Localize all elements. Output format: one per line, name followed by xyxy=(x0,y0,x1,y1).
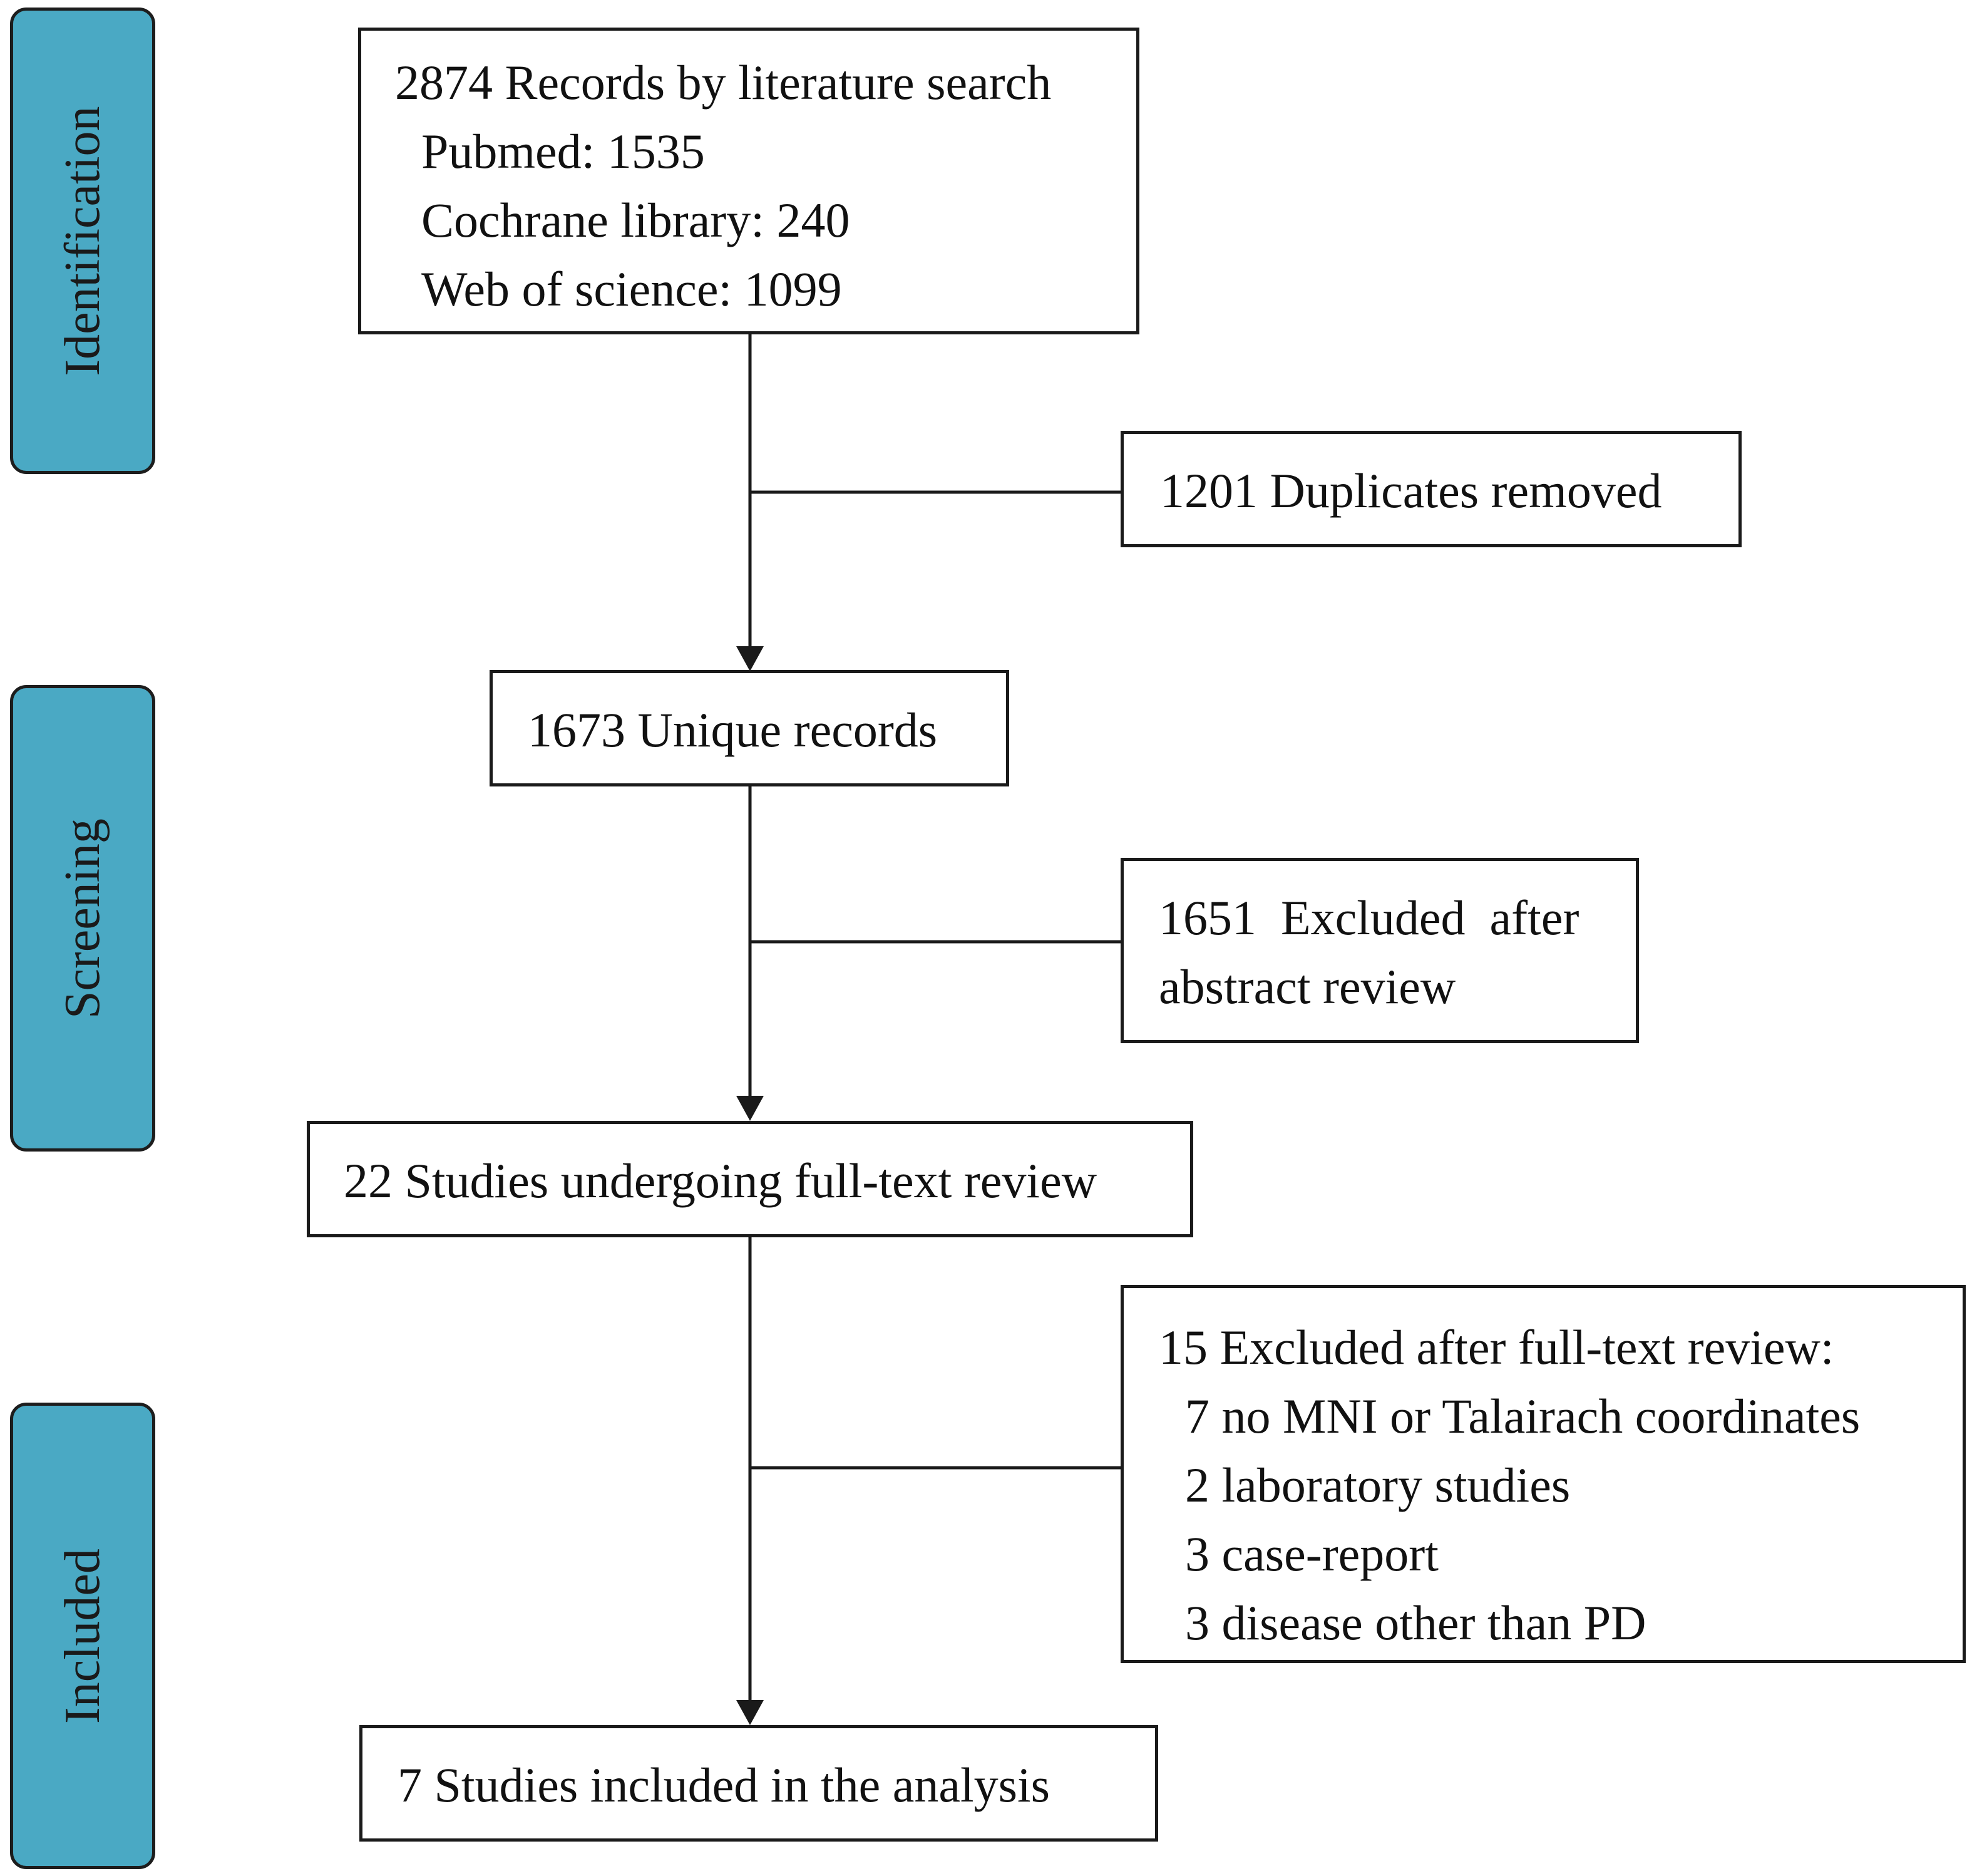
fulltext-excluded-reason: 3 case-report xyxy=(1185,1527,1439,1581)
unique-records-box: 1673 Unique records xyxy=(490,670,1009,786)
unique-records-text: 1673 Unique records xyxy=(528,703,938,757)
records-box: 2874 Records by literature search Pubmed… xyxy=(358,28,1139,334)
abstract-excluded-line2: abstract review xyxy=(1159,959,1456,1014)
included-studies-box: 7 Studies included in the analysis xyxy=(359,1725,1158,1842)
stage-included-label: Included xyxy=(55,1548,110,1724)
fulltext-excluded-title: 15 Excluded after full-text review: xyxy=(1159,1320,1834,1374)
fulltext-review-text: 22 Studies undergoing full-text review xyxy=(344,1153,1097,1208)
stage-identification: Identification xyxy=(10,8,155,474)
fulltext-excluded-reason: 7 no MNI or Talairach coordinates xyxy=(1185,1389,1861,1443)
stage-screening: Screening xyxy=(10,685,155,1152)
fulltext-excluded-reason: 3 disease other than PD xyxy=(1185,1595,1646,1650)
fulltext-review-box: 22 Studies undergoing full-text review xyxy=(307,1121,1193,1237)
records-source-wos: Web of science: 1099 xyxy=(421,262,842,316)
records-source-pubmed: Pubmed: 1535 xyxy=(421,124,705,178)
abstract-excluded-box: 1651 Excluded after abstract review xyxy=(1121,858,1639,1043)
abstract-excluded-line1: 1651 Excluded after xyxy=(1159,890,1579,945)
duplicates-box: 1201 Duplicates removed xyxy=(1121,431,1742,547)
fulltext-excluded-reason: 2 laboratory studies xyxy=(1185,1458,1571,1512)
arrow-head-fulltext xyxy=(736,1096,764,1121)
records-title: 2874 Records by literature search xyxy=(395,55,1052,110)
arrow-head-included xyxy=(736,1700,764,1725)
records-source-cochrane: Cochrane library: 240 xyxy=(421,193,850,247)
arrow-head-unique xyxy=(736,646,764,671)
stage-identification-label: Identification xyxy=(55,106,110,376)
stage-screening-label: Screening xyxy=(55,818,110,1019)
included-studies-text: 7 Studies included in the analysis xyxy=(398,1758,1050,1812)
stage-included: Included xyxy=(10,1403,155,1869)
fulltext-excluded-box: 15 Excluded after full-text review: 7 no… xyxy=(1121,1285,1966,1663)
duplicates-text: 1201 Duplicates removed xyxy=(1160,463,1662,518)
